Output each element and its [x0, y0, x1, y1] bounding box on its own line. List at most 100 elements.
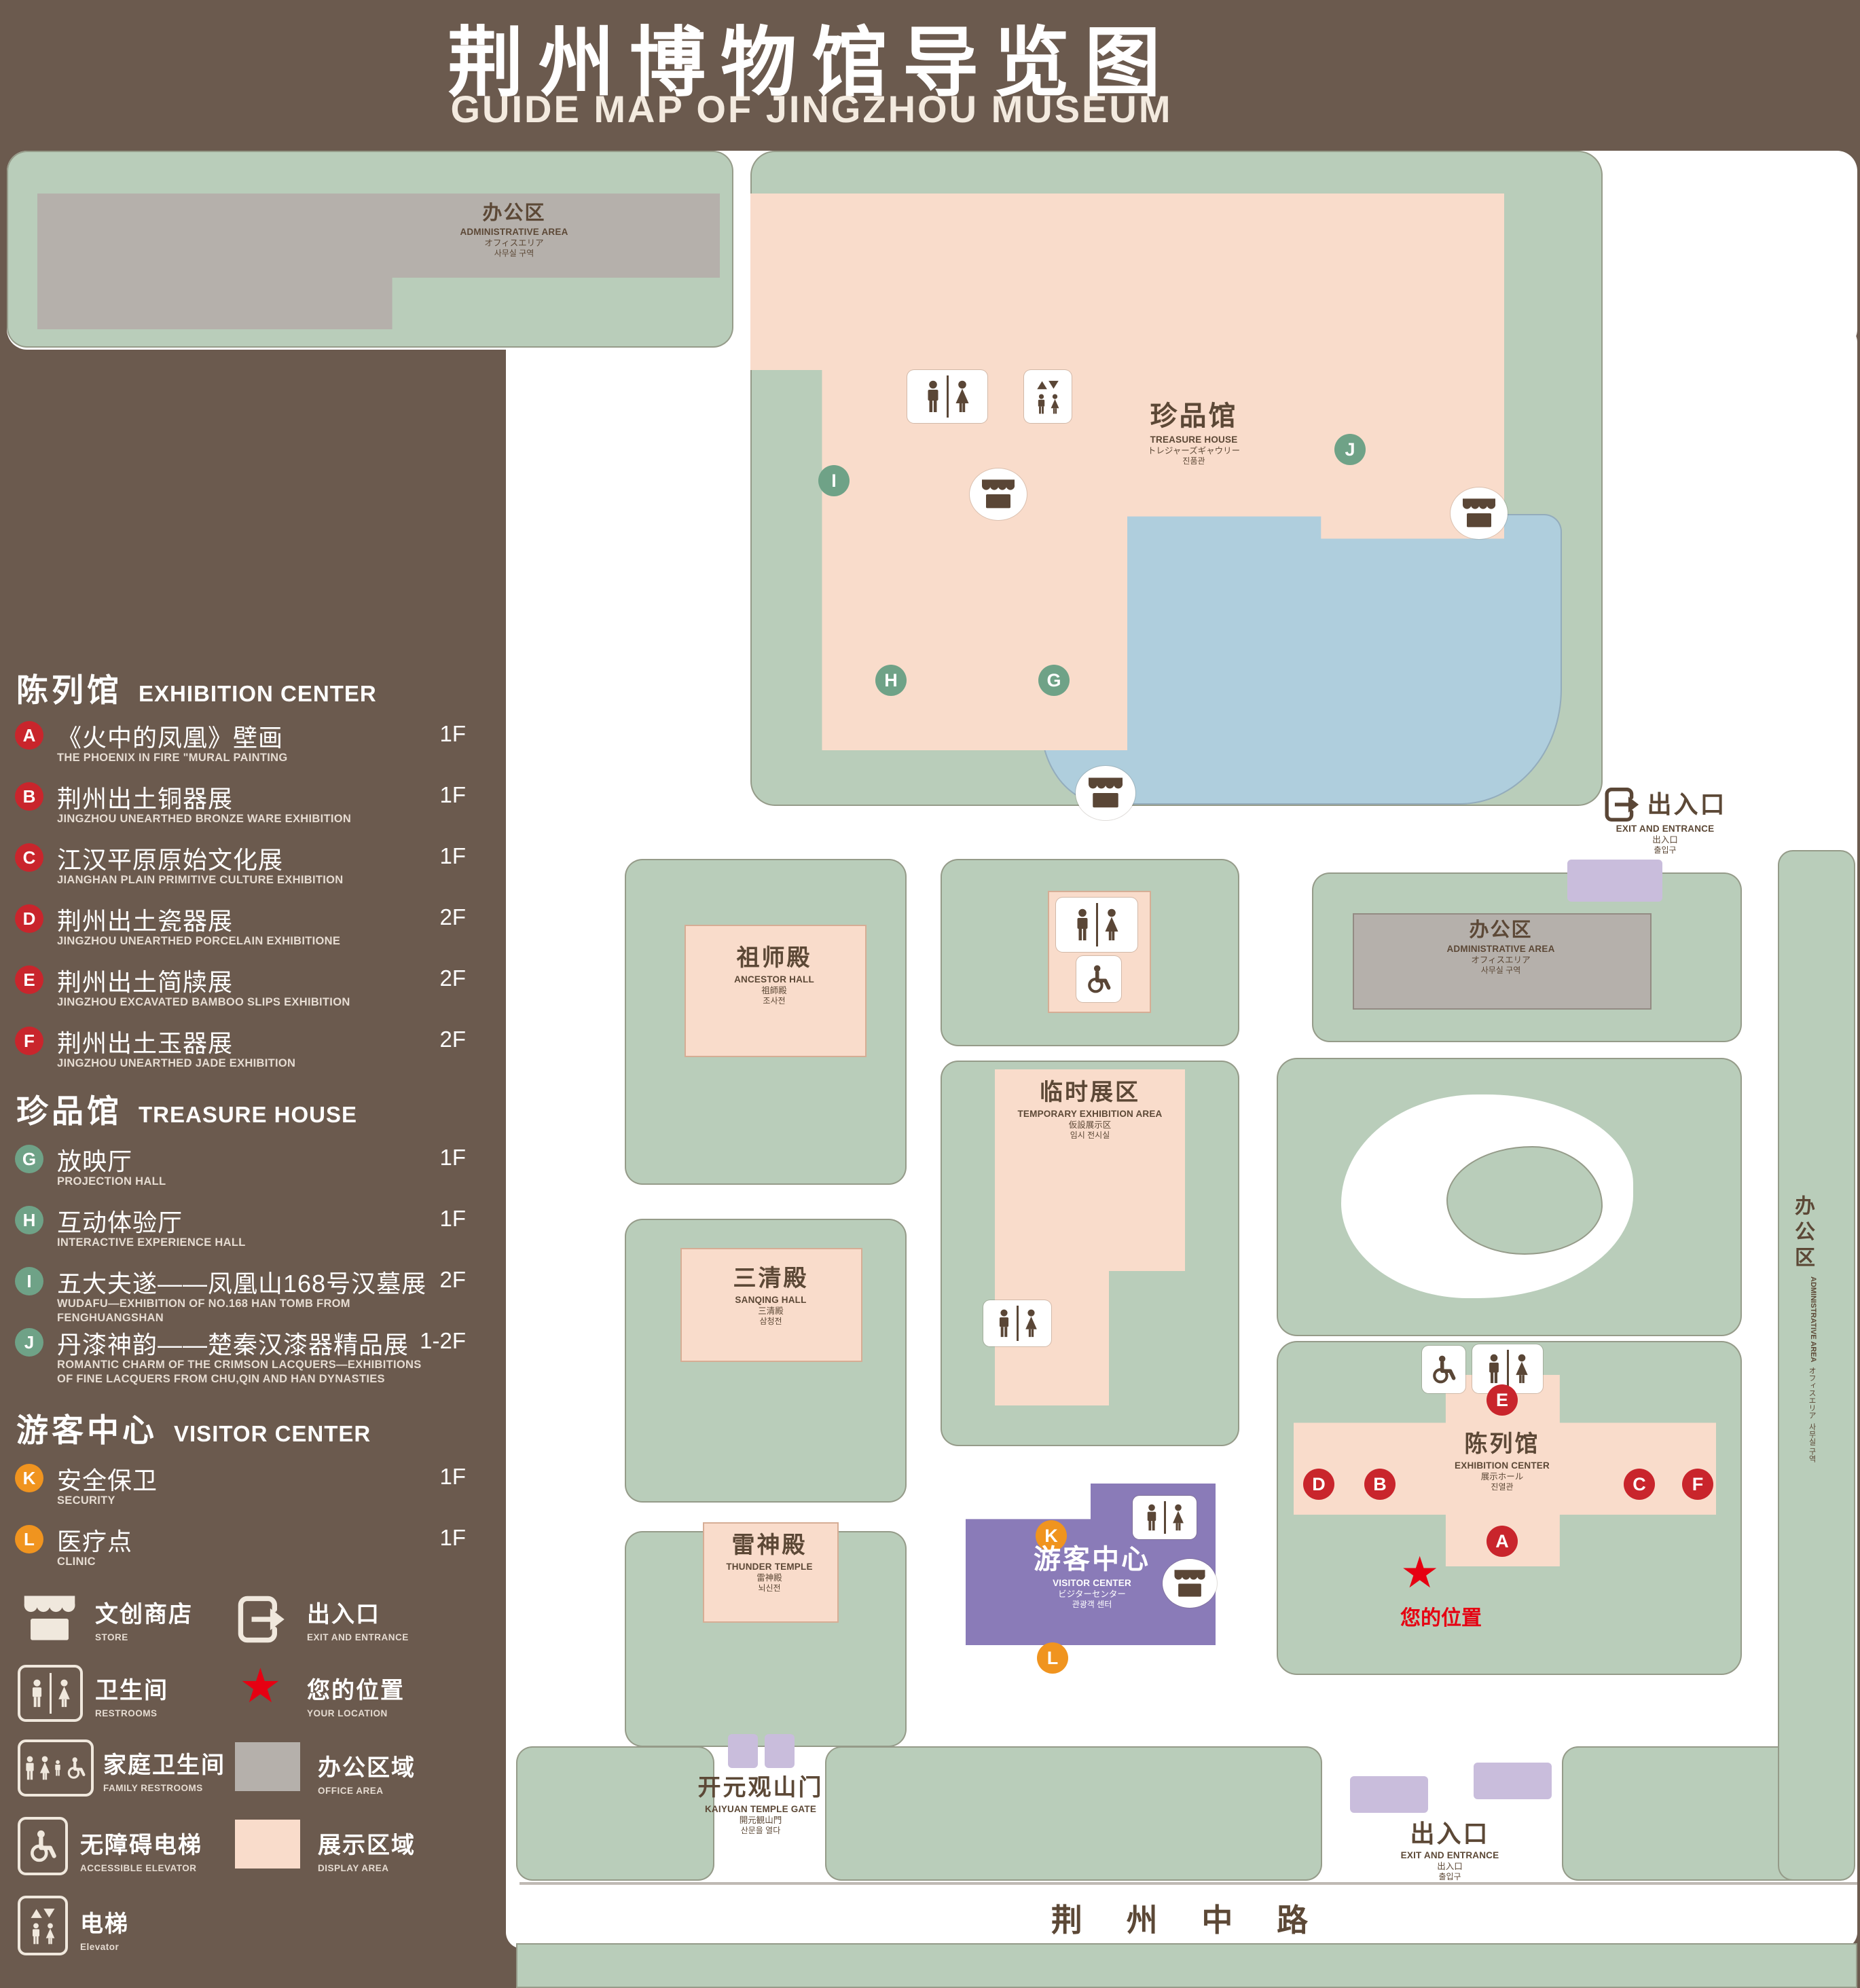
label-kr: 사무실 구역 [1480, 965, 1521, 976]
legend-symbol-zh: 电梯 [80, 1911, 129, 1937]
legend-item-e: E 荆州出土简牍展 JINGZHOU EXCAVATED BAMBOO SLIP… [15, 963, 485, 1023]
label-thunder-temple: 雷神殿 THUNDER TEMPLE 雷神殿 뇌신전 [726, 1531, 812, 1594]
legend-symbol-zh: 展示区域 [318, 1833, 416, 1858]
store-icon [970, 468, 1027, 520]
legend-item-c: C 江汉平原原始文化展 JIANGHAN PLAIN PRIMITIVE CUL… [15, 841, 485, 900]
section-title-en: TREASURE HOUSE [139, 1102, 358, 1127]
label-jp: 雷神殿 [756, 1572, 782, 1583]
marker-i: I [818, 465, 850, 496]
building-admin-mid [1353, 913, 1652, 1010]
label-en: TEMPORARY EXHIBITION AREA [1017, 1108, 1163, 1119]
accessible-elevator-icon [1422, 1346, 1465, 1393]
legend-item-floor: 1F [439, 721, 466, 746]
elevator-icon [1024, 370, 1072, 423]
legend-item-floor: 1F [439, 1525, 466, 1550]
road-name: 荆 州 中 路 [1051, 1902, 1326, 1938]
legend-family-restrooms: 家庭卫生间 FAMILY RESTROOMS [103, 1746, 225, 1793]
legend-item-subtitle: PROJECTION HALL [57, 1175, 166, 1188]
legend-item-title: 五大夫遂——凤凰山168号汉墓展 [57, 1270, 427, 1297]
legend-item-subtitle: SECURITY [57, 1494, 115, 1507]
marker-e: E [1487, 1384, 1518, 1416]
legend-marker-c: C [15, 843, 43, 872]
section-title-zh: 陈列馆 [16, 672, 122, 708]
accessible-elevator-icon [18, 1817, 68, 1875]
legend-marker-i: I [15, 1267, 43, 1295]
label-jp: トレジャーズギャウリー [1147, 446, 1241, 456]
legend-symbol-en: EXIT AND ENTRANCE [307, 1632, 409, 1642]
your-location-star-legend: ★ [239, 1659, 282, 1712]
label-en: ADMINISTRATIVE AREA [1446, 944, 1555, 955]
label-kr: 진열관 [1491, 1481, 1514, 1492]
legend-symbol-en: STORE [95, 1632, 128, 1642]
legend-marker-g: G [15, 1145, 43, 1173]
legend-symbol-zh: 卫生间 [95, 1678, 168, 1704]
gate-pad-right [765, 1734, 795, 1768]
label-en: EXIT AND ENTRANCE [1400, 1850, 1499, 1861]
legend-marker-f: F [15, 1027, 43, 1055]
marker-h: H [875, 665, 907, 696]
exit-icon [236, 1594, 287, 1644]
label-jp: 仮設展示区 [1068, 1120, 1112, 1130]
elevator-icon [18, 1896, 68, 1955]
label-en: EXHIBITION CENTER [1455, 1460, 1550, 1471]
your-location-star: ★ [1400, 1548, 1440, 1597]
section-title-zh: 游客中心 [16, 1412, 158, 1448]
legend-item-floor: 1F [439, 1145, 466, 1170]
family-restroom-icon [18, 1740, 94, 1797]
legend-item-title: 医疗点 [57, 1528, 133, 1556]
divider [1016, 1306, 1019, 1341]
garden-island [1446, 1146, 1603, 1255]
section-exhibition-center: 陈列馆 EXHIBITION CENTER [16, 664, 377, 711]
page-subtitle: GUIDE MAP OF JINGZHOU MUSEUM [450, 88, 1173, 130]
divider [946, 375, 949, 418]
label-zh: 临时展区 [1040, 1080, 1140, 1105]
legend-symbol-zh: 办公区域 [318, 1755, 416, 1781]
legend-item-a: A 《火中的凤凰》壁画 THE PHOENIX IN FIRE "MURAL P… [15, 718, 485, 778]
legend-item-b: B 荆州出土铜器展 JINGZHOU UNEARTHED BRONZE WARE… [15, 779, 485, 839]
label-temporary-exhibition: 临时展区 TEMPORARY EXHIBITION AREA 仮設展示区 임시 … [1017, 1078, 1162, 1141]
label-en: ANCESTOR HALL [734, 974, 814, 984]
legend-marker-j: J [15, 1328, 43, 1357]
label-kr: 관광객 센터 [1072, 1600, 1112, 1610]
legend-marker-b: B [15, 782, 43, 811]
legend-item-i: I 五大夫遂——凤凰山168号汉墓展 WUDAFU—EXHIBITION OF … [15, 1264, 485, 1324]
label-exhibition-center: 陈列馆 EXHIBITION CENTER 展示ホール 진열관 [1455, 1430, 1550, 1492]
legend-symbol-zh: 文创商店 [95, 1602, 193, 1627]
legend-item-subtitle: THE PHOENIX IN FIRE "MURAL PAINTING [57, 752, 288, 764]
green-strip-below-road [516, 1943, 1857, 1988]
display-area-swatch [235, 1820, 300, 1869]
legend-item-subtitle: JINGZHOU UNEARTHED PORCELAIN EXHIBITIONE [57, 935, 341, 947]
entrance-pad-bottom-left [1350, 1776, 1428, 1813]
green-band-bottom-center [825, 1746, 1322, 1881]
marker-f: F [1682, 1469, 1713, 1500]
section-title-en: VISITOR CENTER [174, 1421, 371, 1446]
label-zh: 出入口 [1647, 790, 1727, 818]
label-ancestor-hall: 祖师殿 ANCESTOR HALL 祖師殿 조사전 [734, 944, 814, 1006]
legend-symbol-en: RESTROOMS [95, 1708, 158, 1718]
label-en: THUNDER TEMPLE [726, 1561, 813, 1572]
label-jp: 祖師殿 [761, 985, 787, 995]
divider [1506, 1350, 1509, 1388]
label-jp: ビジターセンター [1058, 1589, 1126, 1600]
legend-item-title: 荆州出土瓷器展 [57, 907, 234, 935]
legend-item-h: H 互动体验厅 INTERACTIVE EXPERIENCE HALL 1F [15, 1203, 485, 1263]
label-admin-top-left: 办公区 ADMINISTRATIVE AREA オフィスエリア 사무실 구역 [460, 201, 568, 259]
label-zh: 开元观山门 [697, 1775, 824, 1801]
marker-j: J [1334, 434, 1366, 465]
store-icon [1451, 487, 1508, 539]
label-en: TREASURE HOUSE [1150, 435, 1238, 445]
divider [1095, 903, 1098, 946]
restroom-icon [983, 1300, 1051, 1346]
page-title: 荆州博物馆导览图 [448, 20, 1175, 105]
store-icon [1163, 1559, 1217, 1608]
label-kr: 산문을 열다 [740, 1825, 781, 1835]
legend-elevator: 电梯 Elevator [80, 1905, 129, 1952]
legend-item-title: 互动体验厅 [57, 1209, 183, 1236]
legend-item-subtitle: JINGZHOU UNEARTHED BRONZE WARE EXHIBITIO… [57, 813, 352, 825]
legend-item-floor: 1F [439, 1464, 466, 1489]
section-title-en: EXHIBITION CENTER [139, 681, 377, 706]
label-en: SANQING HALL [735, 1294, 807, 1305]
legend-item-j: J 丹漆神韵——楚秦汉漆器精品展 ROMANTIC CHARM OF THE C… [15, 1325, 485, 1407]
legend-symbol-en: ACCESSIBLE ELEVATOR [80, 1863, 197, 1873]
label-zh: 珍品馆 [1150, 401, 1238, 431]
